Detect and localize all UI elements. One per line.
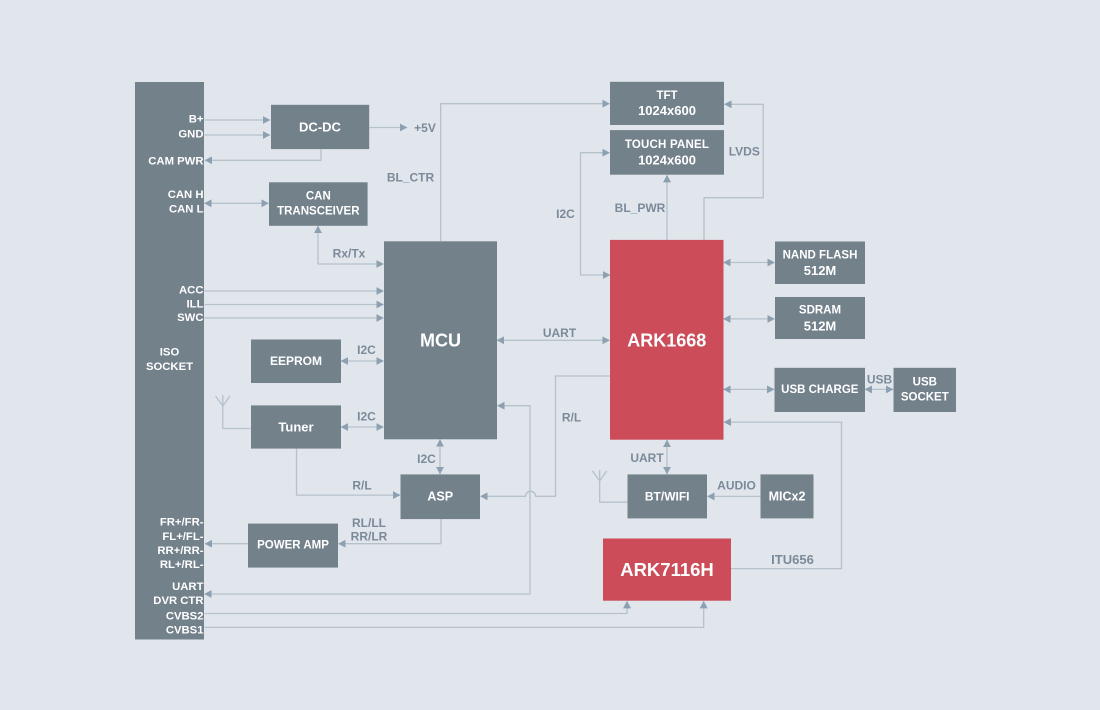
svg-text:MCU: MCU bbox=[420, 330, 461, 350]
svg-text:TFT: TFT bbox=[656, 90, 677, 102]
svg-text:CAM PWR: CAM PWR bbox=[148, 156, 203, 168]
svg-text:ILL: ILL bbox=[187, 299, 204, 311]
svg-text:AUDIO: AUDIO bbox=[717, 479, 756, 493]
svg-text:ISO: ISO bbox=[160, 346, 180, 358]
svg-text:USB: USB bbox=[913, 376, 937, 388]
svg-text:CVBS2: CVBS2 bbox=[166, 610, 204, 622]
svg-text:I2C: I2C bbox=[417, 452, 436, 466]
svg-text:ASP: ASP bbox=[427, 490, 453, 504]
svg-text:TOUCH PANEL: TOUCH PANEL bbox=[625, 139, 709, 151]
svg-text:USB: USB bbox=[867, 373, 893, 387]
svg-text:NAND FLASH: NAND FLASH bbox=[783, 249, 858, 261]
svg-text:512M: 512M bbox=[804, 263, 837, 278]
svg-text:USB CHARGE: USB CHARGE bbox=[781, 384, 859, 396]
svg-text:RL/LL: RL/LL bbox=[352, 516, 386, 530]
svg-text:ITU656: ITU656 bbox=[771, 552, 814, 567]
svg-text:RR/LR: RR/LR bbox=[351, 529, 388, 543]
svg-text:RL+/RL-: RL+/RL- bbox=[160, 559, 204, 571]
svg-text:Tuner: Tuner bbox=[278, 420, 313, 435]
svg-text:TRANSCEIVER: TRANSCEIVER bbox=[277, 206, 360, 218]
svg-text:512M: 512M bbox=[804, 318, 837, 333]
svg-text:CAN: CAN bbox=[306, 191, 331, 203]
svg-text:ACC: ACC bbox=[179, 285, 203, 297]
svg-text:UART: UART bbox=[172, 581, 203, 593]
svg-text:Rx/Tx: Rx/Tx bbox=[333, 247, 366, 261]
svg-text:BL_PWR: BL_PWR bbox=[615, 201, 666, 215]
svg-text:DC-DC: DC-DC bbox=[299, 119, 341, 134]
svg-text:B+: B+ bbox=[189, 114, 204, 126]
svg-text:CAN H: CAN H bbox=[168, 189, 204, 201]
svg-text:1024x600: 1024x600 bbox=[638, 153, 696, 168]
svg-text:BT/WIFI: BT/WIFI bbox=[645, 490, 690, 504]
svg-text:SDRAM: SDRAM bbox=[799, 305, 841, 317]
svg-text:ARK7116H: ARK7116H bbox=[620, 559, 714, 580]
svg-text:BL_CTR: BL_CTR bbox=[387, 171, 435, 185]
svg-text:CAN L: CAN L bbox=[169, 203, 204, 215]
svg-text:I2C: I2C bbox=[357, 343, 376, 357]
svg-text:EEPROM: EEPROM bbox=[270, 354, 322, 368]
svg-text:UART: UART bbox=[543, 326, 577, 340]
svg-text:+5V: +5V bbox=[414, 121, 436, 135]
svg-text:POWER AMP: POWER AMP bbox=[257, 540, 329, 552]
svg-text:SWC: SWC bbox=[177, 312, 203, 324]
svg-text:SOCKET: SOCKET bbox=[901, 391, 949, 403]
svg-text:FR+/FR-: FR+/FR- bbox=[160, 517, 204, 529]
svg-text:SOCKET: SOCKET bbox=[146, 361, 193, 373]
svg-text:R/L: R/L bbox=[352, 478, 371, 492]
svg-text:ARK1668: ARK1668 bbox=[627, 330, 706, 350]
svg-text:I2C: I2C bbox=[357, 409, 376, 423]
svg-text:LVDS: LVDS bbox=[729, 144, 760, 158]
svg-text:GND: GND bbox=[178, 129, 203, 141]
svg-text:1024x600: 1024x600 bbox=[638, 103, 696, 118]
svg-text:I2C: I2C bbox=[556, 207, 575, 221]
svg-text:FL+/FL-: FL+/FL- bbox=[162, 531, 203, 543]
svg-text:CVBS1: CVBS1 bbox=[166, 625, 204, 637]
svg-text:DVR CTR: DVR CTR bbox=[153, 595, 203, 607]
svg-text:RR+/RR-: RR+/RR- bbox=[157, 545, 203, 557]
svg-text:R/L: R/L bbox=[562, 410, 581, 424]
svg-text:UART: UART bbox=[630, 451, 664, 465]
svg-text:MICx2: MICx2 bbox=[769, 490, 806, 504]
